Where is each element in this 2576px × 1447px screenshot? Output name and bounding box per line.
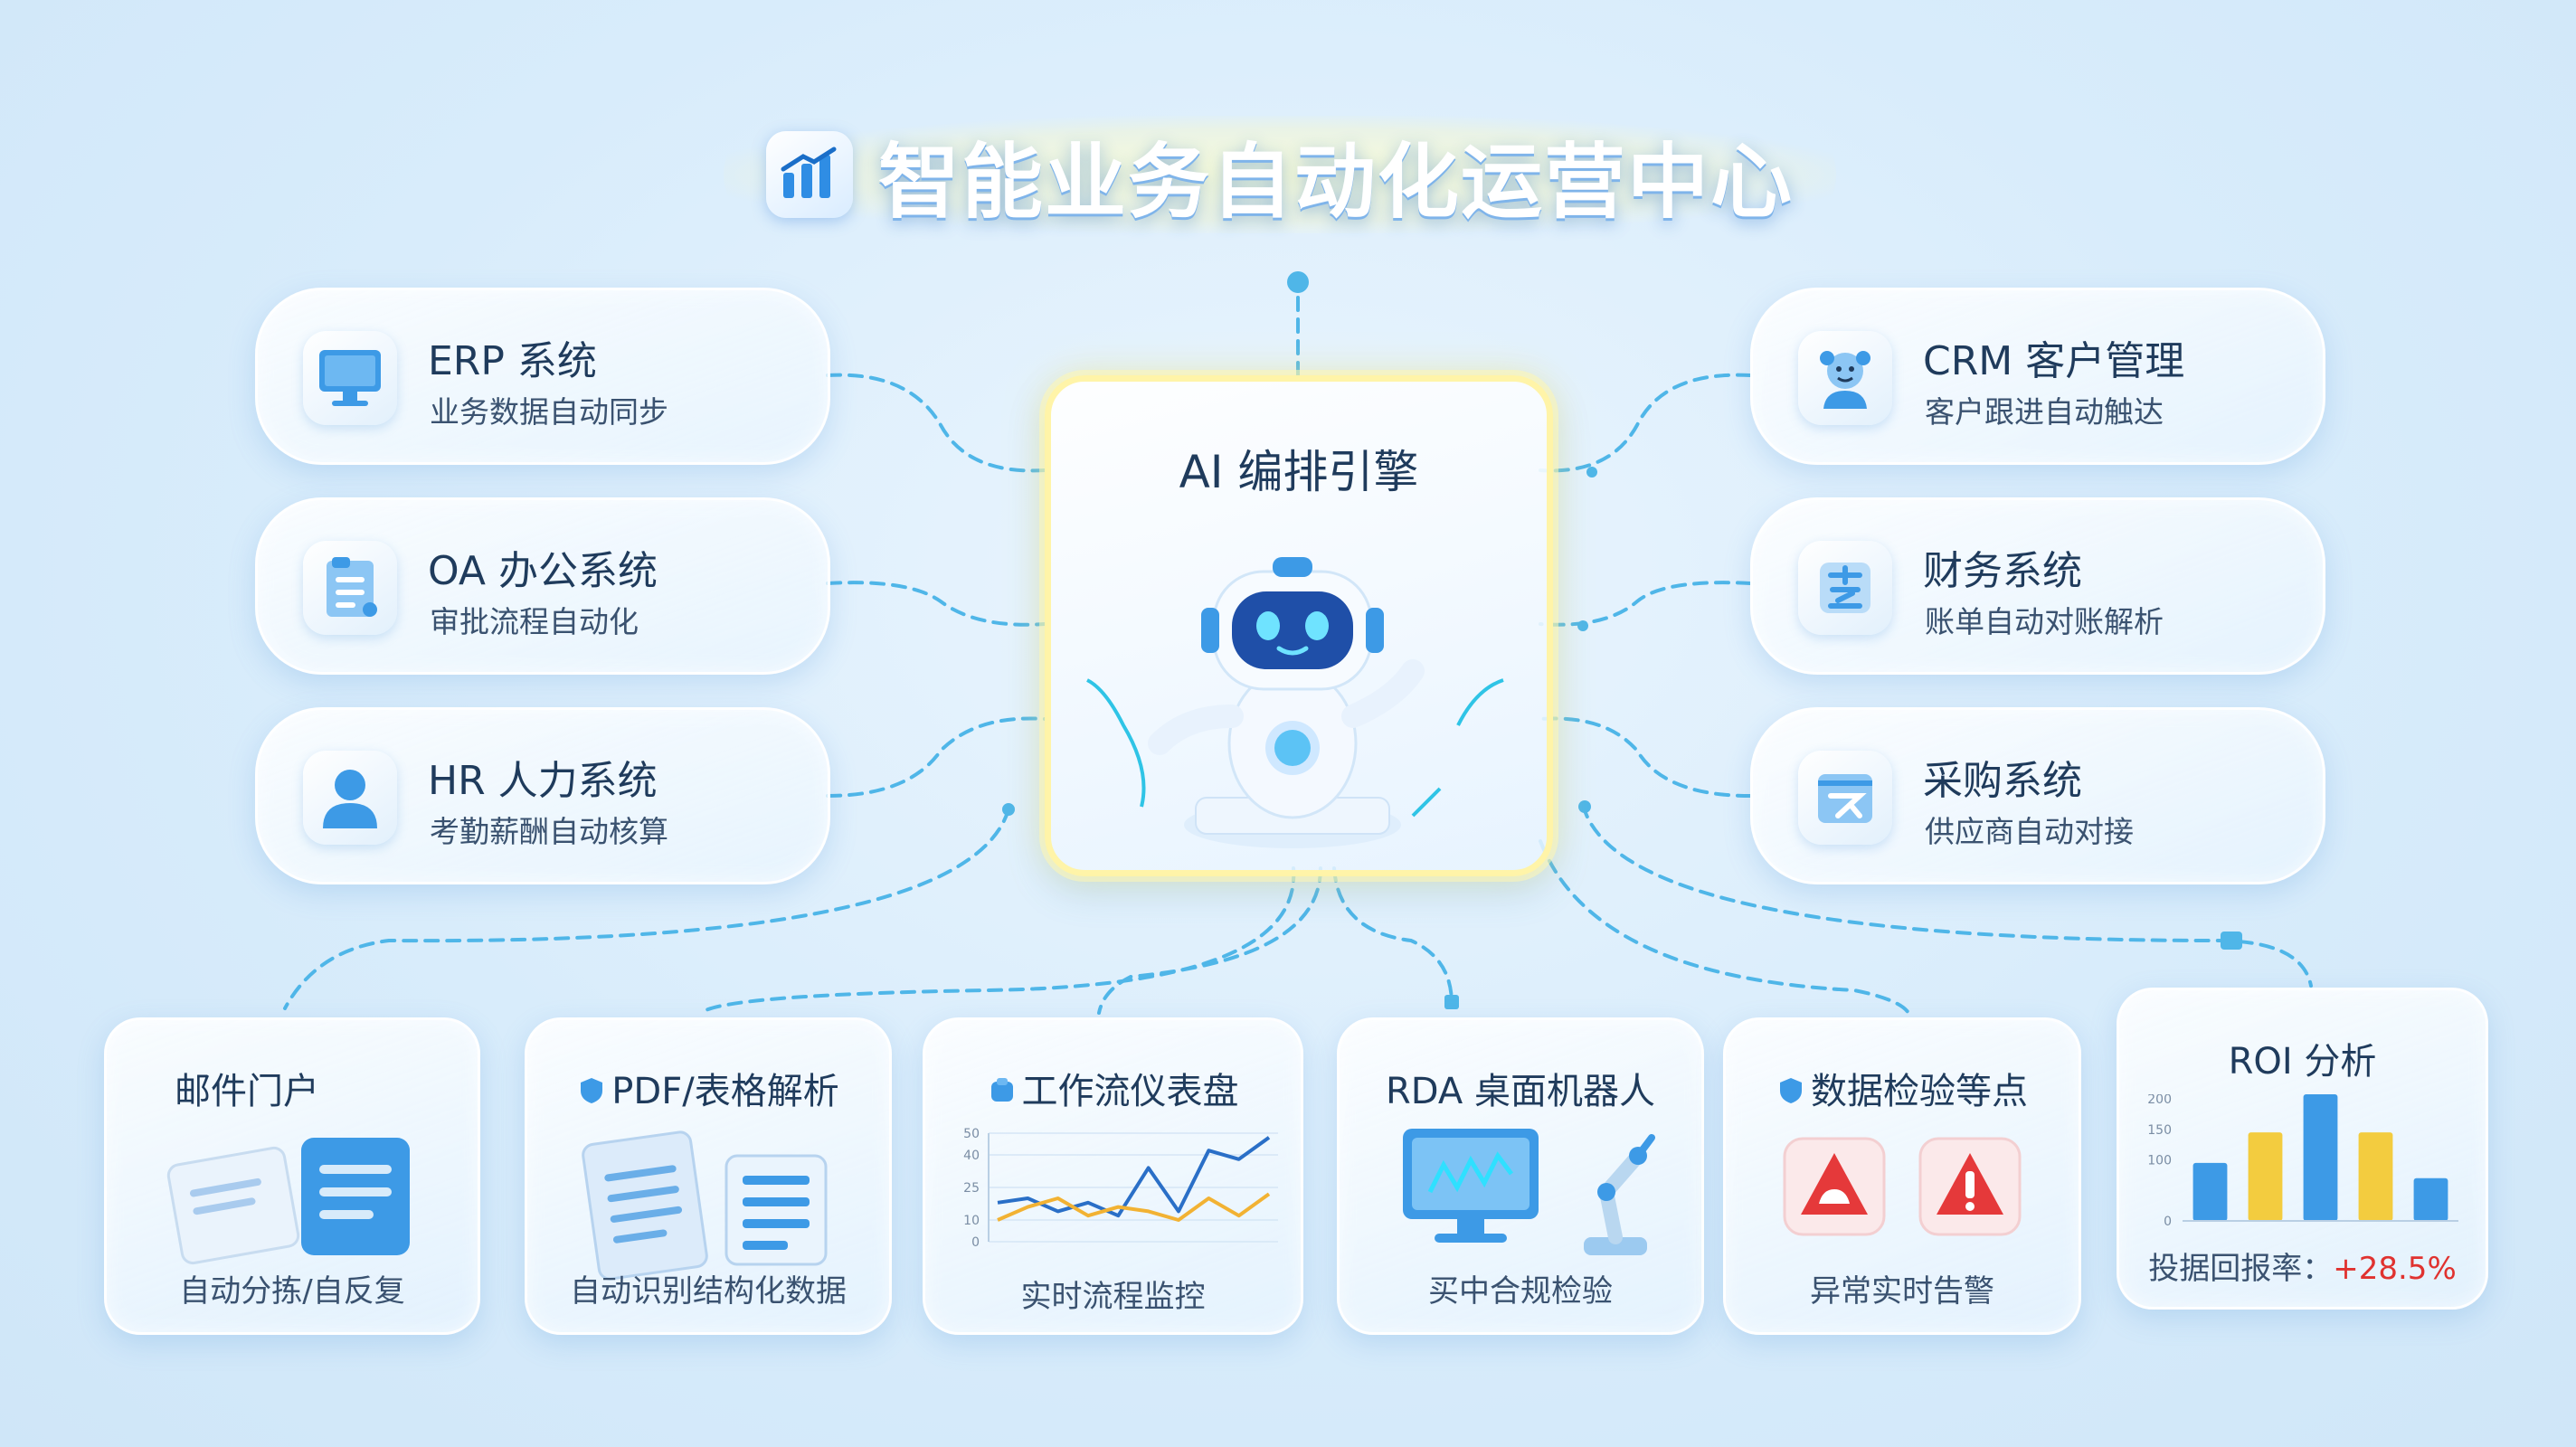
y-tick-label: 200 [2147, 1094, 2172, 1107]
module-title: RDA 桌面机器人 [1386, 1071, 1655, 1112]
system-subtitle: 业务数据自动同步 [430, 394, 668, 430]
page-title: 智能业务自动化运营中心 [878, 135, 1794, 230]
system-subtitle: 供应商自动对接 [1925, 814, 2134, 849]
y-tick-label: 0 [2164, 1215, 2172, 1229]
module-card-mail[interactable]: 邮件门户 自动分拣/自反复 [104, 1017, 480, 1335]
module-title-row: PDF/表格解析 [527, 1062, 889, 1114]
system-subtitle: 客户跟进自动触达 [1925, 394, 2164, 430]
system-card-erp[interactable]: ERP 系统 业务数据自动同步 [255, 288, 830, 465]
shield-icon [577, 1073, 606, 1114]
system-title: HR 人力系统 [428, 758, 658, 804]
bar [2192, 1162, 2228, 1221]
roi-row: 投据回报率：+28.5% [2119, 1244, 2486, 1288]
module-card-dashboard[interactable]: 工作流仪表盘 0 10 25 40 50 实时流程监控 [923, 1017, 1303, 1335]
system-card-crm[interactable]: CRM 客户管理 客户跟进自动触达 [1750, 288, 2325, 465]
system-title: OA 办公系统 [428, 548, 658, 594]
analytics-icon [766, 131, 853, 218]
monitor-icon [303, 331, 397, 425]
system-title: 采购系统 [1923, 758, 2082, 804]
system-card-purchase[interactable]: 采购系统 供应商自动对接 [1750, 707, 2325, 884]
document-icon [303, 541, 397, 635]
engine-title: AI 编排引擎 [1179, 446, 1419, 498]
finance-icon [1798, 541, 1892, 635]
page-header: 智能业务自动化运营中心 [724, 116, 1836, 233]
series-line-1 [997, 1192, 1271, 1222]
module-title: 邮件门户 [175, 1071, 319, 1112]
roi-label: 投据回报率： [2148, 1251, 2334, 1287]
user-icon [303, 751, 397, 845]
system-title: ERP 系统 [428, 338, 597, 384]
system-card-finance[interactable]: 财务系统 账单自动对账解析 [1750, 497, 2325, 675]
system-card-hr[interactable]: HR 人力系统 考勤薪酬自动核算 [255, 707, 830, 884]
system-subtitle: 账单自动对账解析 [1925, 604, 2164, 639]
module-title-row: 数据检验等点 [1726, 1062, 2079, 1114]
customer-icon [1798, 331, 1892, 425]
module-subtitle: 异常实时告警 [1810, 1273, 1994, 1310]
y-tick-label: 40 [963, 1149, 980, 1163]
module-subtitle: 自动识别结构化数据 [570, 1273, 847, 1310]
y-tick-label: 10 [963, 1214, 980, 1228]
system-title: CRM 客户管理 [1923, 338, 2185, 384]
module-card-rda[interactable]: RDA 桌面机器人 买中合规检验 [1337, 1017, 1704, 1335]
module-subtitle: 实时流程监控 [1020, 1279, 1206, 1315]
bar [2303, 1094, 2338, 1221]
bar [2413, 1177, 2448, 1221]
y-tick-label: 150 [2147, 1123, 2172, 1138]
roi-value: +28.5% [2333, 1251, 2457, 1287]
y-tick-label: 0 [971, 1235, 980, 1250]
system-subtitle: 考勤薪酬自动核算 [430, 814, 668, 849]
mail-icon [166, 1138, 410, 1265]
bar [2358, 1132, 2393, 1221]
module-title-row: 工作流仪表盘 [925, 1062, 1301, 1114]
robot-icon [1086, 557, 1504, 848]
shield-icon [1776, 1073, 1805, 1114]
system-card-oa[interactable]: OA 办公系统 审批流程自动化 [255, 497, 830, 675]
module-card-pdf[interactable]: PDF/表格解析 自动识别结构化数据 [525, 1017, 892, 1335]
module-card-data-check[interactable]: 数据检验等点 异常实时告警 [1723, 1017, 2081, 1335]
line-chart: 0 10 25 40 50 [963, 1127, 1278, 1250]
module-title: 工作流仪表盘 [1021, 1071, 1239, 1112]
system-title: 财务系统 [1923, 548, 2082, 594]
pdf-icon [582, 1130, 828, 1281]
alert-icon [1783, 1137, 2022, 1236]
module-title: PDF/表格解析 [611, 1071, 839, 1112]
ai-engine-card[interactable]: AI 编排引擎 [1045, 375, 1553, 876]
y-tick-label: 100 [2147, 1154, 2172, 1168]
module-card-roi[interactable]: ROI 分析 0 100 150 200 投据回报率：+28.5% [2117, 988, 2488, 1310]
bar-chart: 0 100 150 200 [2147, 1094, 2458, 1229]
system-subtitle: 审批流程自动化 [430, 604, 639, 639]
series-line-0 [997, 1136, 1271, 1218]
dashboard-icon [988, 1073, 1017, 1114]
y-tick-label: 25 [963, 1181, 980, 1196]
y-tick-label: 50 [963, 1127, 980, 1141]
module-subtitle: 买中合规检验 [1428, 1273, 1613, 1310]
robot-arm-icon [1403, 1129, 1655, 1255]
purchase-icon [1798, 751, 1892, 845]
module-title: 数据检验等点 [1811, 1071, 2028, 1112]
roi-title: ROI 分析 [2228, 1041, 2377, 1083]
module-subtitle: 自动分拣/自反复 [179, 1273, 405, 1310]
bar [2248, 1132, 2283, 1221]
